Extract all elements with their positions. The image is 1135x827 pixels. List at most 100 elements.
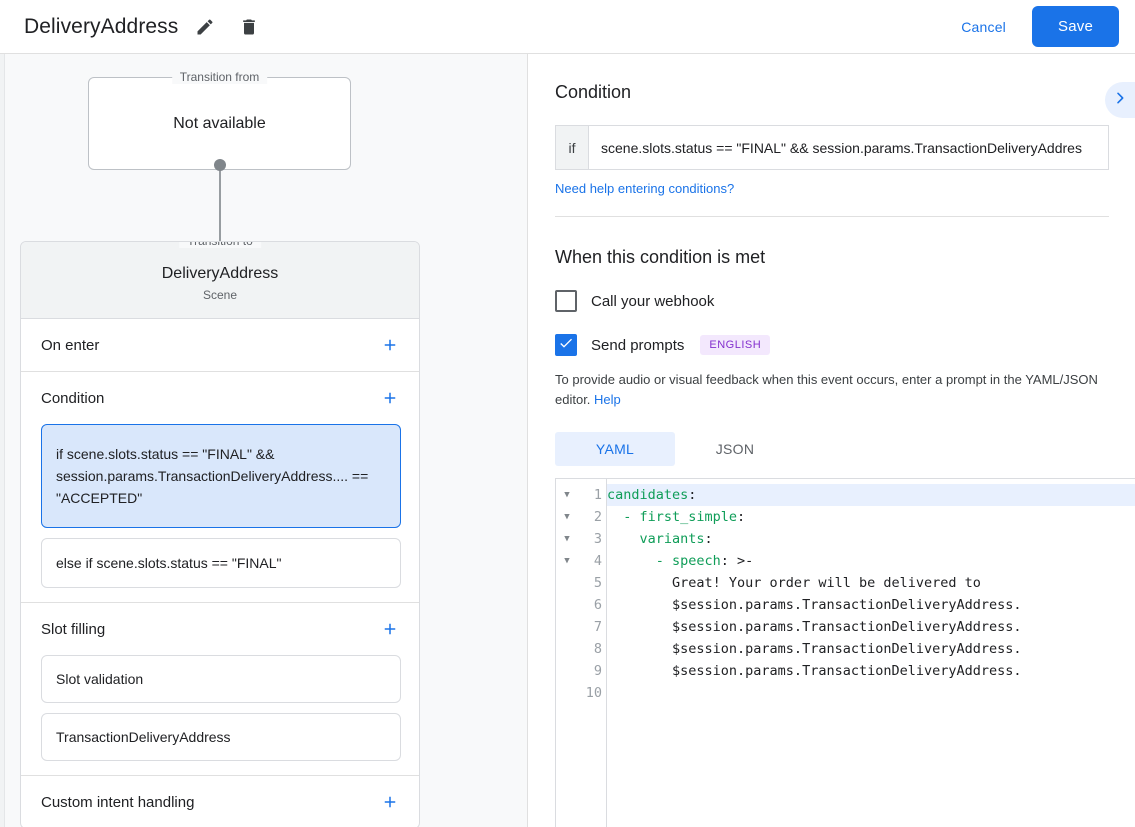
code-line[interactable]: $session.params.TransactionDeliveryAddre… [607,638,1135,660]
condition-help-link[interactable]: Need help entering conditions? [555,181,735,196]
when-met-heading: When this condition is met [555,247,766,267]
code-line[interactable]: variants: [607,528,1135,550]
fold-spacer [556,660,578,682]
section-header-slot-filling[interactable]: Slot filling [21,603,419,655]
call-webhook-checkbox[interactable] [555,290,577,312]
editor-fold-column: ▼ ▼ ▼ ▼ [556,479,578,827]
left-panel: Transition from Not available Transition… [0,54,528,827]
list-item[interactable]: if scene.slots.status == "FINAL" && sess… [41,424,401,528]
section-header-condition[interactable]: Condition [21,372,419,424]
editor-format-tabs: YAML JSON [555,432,1109,466]
yaml-text: Great! Your order will be delivered to [607,575,981,591]
line-number: 5 [593,575,602,591]
when-met-block: When this condition is met Call your web… [529,217,1135,466]
prompts-helper-text: To provide audio or visual feedback when… [555,370,1109,410]
scene-card: Transition to DeliveryAddress Scene On e… [20,241,420,827]
code-line[interactable]: $session.params.TransactionDeliveryAddre… [607,660,1135,682]
tab-yaml[interactable]: YAML [555,432,675,466]
divider [555,216,1109,217]
webhook-row[interactable]: Call your webhook [555,290,1109,312]
trash-icon [239,17,259,37]
yaml-text: $session.params.TransactionDeliveryAddre… [607,641,1022,657]
section-header-on-enter[interactable]: On enter [21,319,419,371]
fold-toggle-icon[interactable]: ▼ [564,490,570,500]
line-number: 3 [593,531,602,547]
add-custom-intent-icon[interactable] [379,791,401,813]
add-on-enter-icon[interactable] [379,334,401,356]
yaml-key: - first_simple [607,509,738,525]
top-app-bar: DeliveryAddress Cancel Save [0,0,1135,54]
code-line[interactable] [607,682,1135,704]
fold-spacer [556,682,578,704]
scene-name: DeliveryAddress [161,265,279,282]
yaml-punct: : [688,487,697,503]
yaml-punct: : >- [720,553,754,569]
if-label: if [555,125,588,170]
fold-toggle-icon[interactable]: ▼ [564,534,570,544]
code-line[interactable]: Great! Your order will be delivered to [607,572,1135,594]
fold-spacer [556,616,578,638]
section-title-on-enter: On enter [41,336,100,354]
left-edge-rail [0,54,5,827]
section-condition: Condition if scene.slots.status == "FINA… [21,372,419,603]
scene-type: Scene [202,288,238,302]
tab-json[interactable]: JSON [715,441,755,457]
edit-name-button[interactable] [188,10,222,44]
line-number: 6 [593,597,602,613]
check-icon [558,335,574,356]
send-prompts-row[interactable]: Send prompts ENGLISH [555,334,1109,356]
yaml-key: - speech [607,553,721,569]
list-item[interactable]: Slot validation [41,655,401,703]
line-number: 7 [593,619,602,635]
add-condition-icon[interactable] [379,387,401,409]
prompts-helper-sentence: To provide audio or visual feedback when… [555,372,1098,407]
condition-list: if scene.slots.status == "FINAL" && sess… [21,424,419,602]
code-line[interactable]: $session.params.TransactionDeliveryAddre… [607,594,1135,616]
yaml-key: variants [607,531,705,547]
send-prompts-label: Send prompts [591,336,685,354]
add-slot-filling-icon[interactable] [379,618,401,640]
chevron-right-icon [1112,90,1128,111]
page-title: DeliveryAddress [24,14,179,38]
fold-spacer [556,572,578,594]
yaml-punct: : [704,531,713,547]
yaml-punct: : [737,509,746,525]
transition-from-value: Not available [173,114,266,132]
fold-toggle-icon[interactable]: ▼ [564,512,570,522]
fold-spacer [556,638,578,660]
yaml-text: $session.params.TransactionDeliveryAddre… [607,619,1022,635]
yaml-text: $session.params.TransactionDeliveryAddre… [607,663,1022,679]
section-title-slot-filling: Slot filling [41,620,106,638]
condition-block: Condition if Need help entering conditio… [529,54,1135,217]
cancel-button[interactable]: Cancel [947,10,1020,44]
editor-code-area[interactable]: candidates: - first_simple: variants: - … [607,479,1135,827]
list-item[interactable]: TransactionDeliveryAddress [41,713,401,761]
call-webhook-label: Call your webhook [591,292,715,310]
pencil-icon [195,17,215,37]
code-line[interactable]: $session.params.TransactionDeliveryAddre… [607,616,1135,638]
line-number: 10 [585,685,602,701]
code-line[interactable]: - speech: >- [607,550,1135,572]
section-header-custom-intent-handling[interactable]: Custom intent handling [21,776,419,827]
delete-button[interactable] [232,10,266,44]
collapse-panel-button[interactable] [1105,82,1135,118]
line-number: 2 [593,509,602,525]
fold-toggle-icon[interactable]: ▼ [564,556,570,566]
section-title-condition: Condition [41,389,105,407]
condition-input-row: if [555,125,1109,170]
send-prompts-checkbox[interactable] [555,334,577,356]
list-item[interactable]: else if scene.slots.status == "FINAL" [41,538,401,588]
line-number: 4 [593,553,602,569]
code-line[interactable]: candidates: [607,484,1135,506]
prompts-help-link[interactable]: Help [594,392,621,407]
transition-to-legend: Transition to [179,242,261,248]
transition-from-box: Transition from Not available [88,70,351,170]
save-button[interactable]: Save [1032,6,1119,47]
condition-input[interactable] [588,125,1109,170]
code-line[interactable]: - first_simple: [607,506,1135,528]
line-number: 1 [593,487,602,503]
section-on-enter: On enter [21,319,419,372]
fold-spacer [556,594,578,616]
